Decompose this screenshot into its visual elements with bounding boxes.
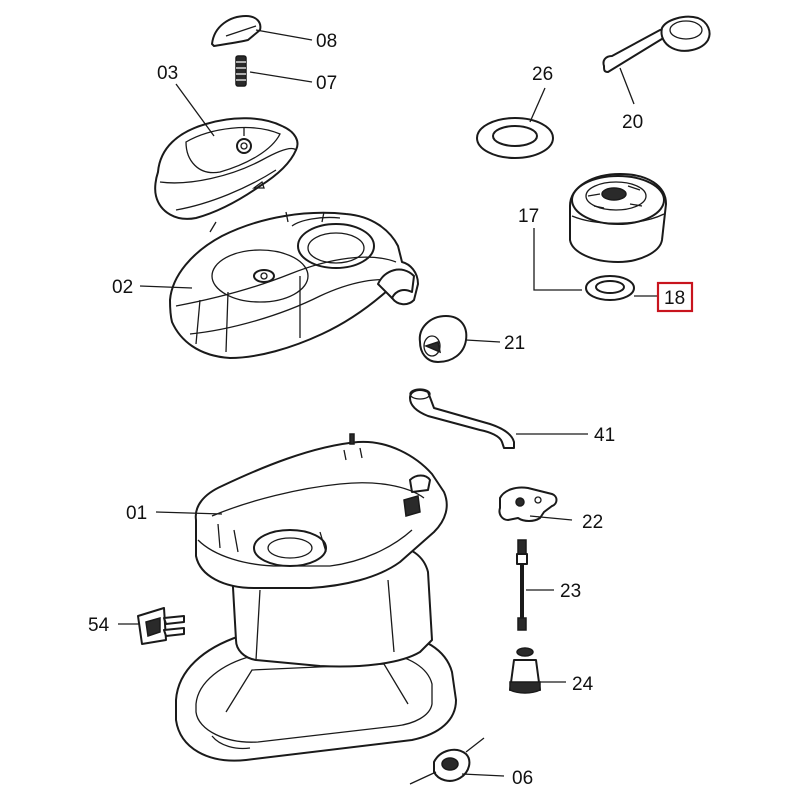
leader-01 bbox=[155, 511, 223, 515]
callout-08: 08 bbox=[316, 31, 337, 52]
part-41-pipe bbox=[409, 388, 588, 449]
part-03-lid bbox=[154, 83, 299, 220]
callout-26: 26 bbox=[532, 64, 553, 85]
leader-20 bbox=[619, 67, 635, 105]
callout-20: 20 bbox=[622, 112, 643, 133]
callout-17: 17 bbox=[518, 206, 539, 227]
part-18-seal-ring bbox=[585, 275, 658, 301]
leader-07 bbox=[249, 71, 313, 83]
callout-01: 01 bbox=[126, 503, 147, 524]
leader-08 bbox=[255, 29, 313, 41]
callout-41: 41 bbox=[594, 425, 615, 446]
leader-03 bbox=[175, 83, 215, 137]
part-06-valve bbox=[409, 737, 505, 785]
callout-21: 21 bbox=[504, 333, 525, 354]
leader-22 bbox=[529, 515, 573, 521]
callout-18-highlight bbox=[656, 281, 694, 313]
part-26-gasket bbox=[476, 87, 554, 159]
part-24-nozzle bbox=[509, 647, 566, 694]
callout-23: 23 bbox=[560, 581, 581, 602]
callout-labels: 08 07 03 02 26 20 17 18 21 41 01 22 23 5… bbox=[88, 31, 694, 789]
leader-06 bbox=[461, 773, 505, 777]
callout-54: 54 bbox=[88, 615, 110, 636]
part-07-spring bbox=[235, 55, 313, 87]
part-02-top-cover bbox=[139, 211, 419, 359]
callout-06: 06 bbox=[512, 768, 533, 789]
part-01-main-body bbox=[155, 433, 457, 762]
part-23-rod bbox=[516, 539, 554, 631]
callout-07: 07 bbox=[316, 73, 337, 94]
part-08-knob bbox=[211, 15, 313, 47]
part-54-switch bbox=[118, 607, 185, 645]
leader-02 bbox=[139, 285, 193, 289]
callout-22: 22 bbox=[582, 512, 603, 533]
leader-21 bbox=[465, 339, 501, 343]
leader-17 bbox=[533, 228, 582, 291]
callout-24: 24 bbox=[572, 674, 594, 695]
part-20-measuring-spoon bbox=[602, 15, 711, 105]
part-22-bracket bbox=[498, 486, 573, 522]
part-21-cap bbox=[418, 315, 501, 363]
callout-03: 03 bbox=[157, 63, 178, 84]
callout-02: 02 bbox=[112, 277, 133, 298]
leader-26 bbox=[529, 87, 546, 123]
part-17-filter-holder bbox=[533, 173, 667, 291]
callout-18: 18 bbox=[664, 288, 685, 309]
